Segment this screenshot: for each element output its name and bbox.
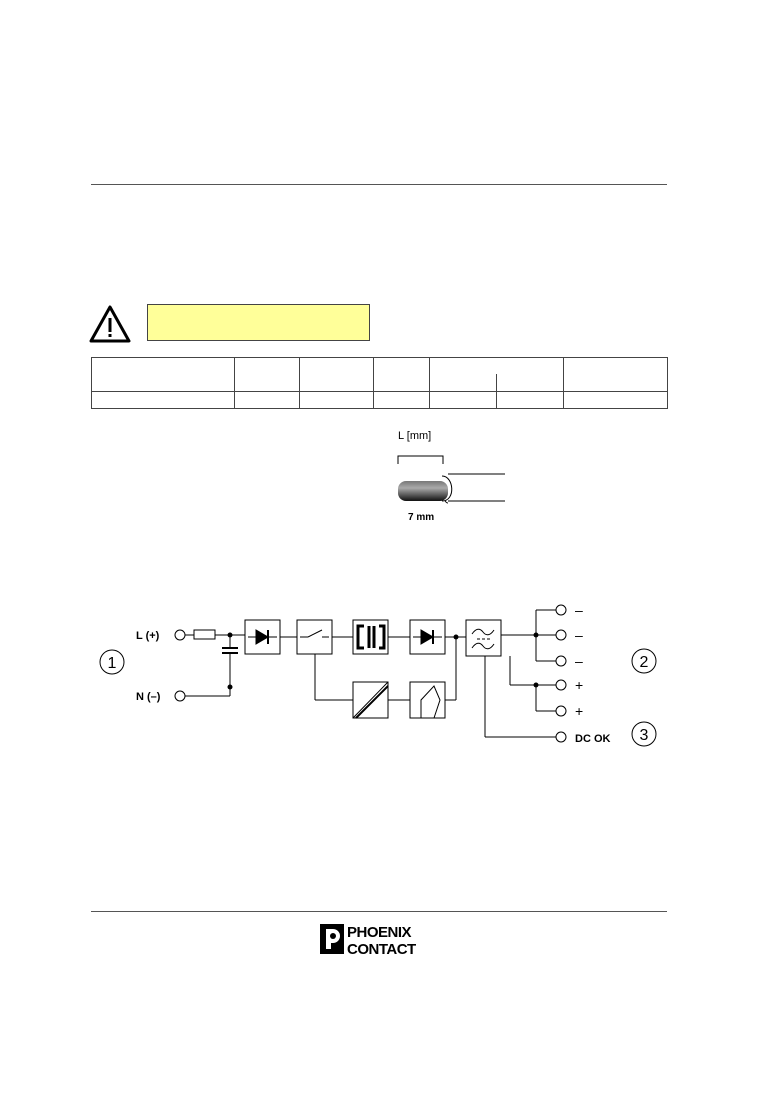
input-label-live: L (+) [136, 630, 160, 642]
table-frame [91, 357, 668, 409]
output-label-minus: – [575, 627, 583, 643]
filter-block [465, 619, 502, 657]
callout-circle [631, 648, 657, 674]
output-label-plus: + [575, 703, 583, 719]
conductor-table [91, 357, 668, 409]
logo-text-line2: CONTACT [347, 941, 416, 957]
input-label-neutral: N (–) [136, 691, 161, 703]
top-divider [91, 184, 667, 185]
fuse-symbol [193, 629, 216, 640]
output-terminal-minus [555, 629, 567, 641]
logo-text-line1: PHOENIX [347, 924, 412, 941]
callout-number: 2 [640, 654, 649, 671]
input-terminal-live [174, 629, 186, 641]
output-label-plus: + [575, 677, 583, 693]
callout-number: 3 [640, 727, 649, 744]
callout-circle [631, 721, 657, 747]
phoenix-contact-logo: PHOENIX CONTACT [320, 924, 417, 957]
warning-triangle-icon [89, 305, 131, 343]
strip-length-value: 7 mm [408, 512, 435, 523]
callout-circle [99, 649, 125, 675]
output-terminal-plus [555, 705, 567, 717]
regulator-block [409, 681, 446, 719]
output-terminal-minus [555, 604, 567, 616]
dc-ok-terminal [555, 731, 567, 743]
warning-highlight-box [147, 304, 370, 341]
dc-ok-label: DC OK [575, 733, 611, 745]
output-terminal-minus [555, 655, 567, 667]
output-label-minus: – [575, 653, 583, 669]
output-label-minus: – [575, 602, 583, 618]
wire-strip-illustration [397, 455, 505, 504]
output-terminal-plus [555, 679, 567, 691]
strip-length-label: L [mm] [398, 430, 432, 442]
block-diagram: L (+) N (–) – – – + + DC OK 1 2 3 [99, 602, 657, 747]
input-terminal-neutral [174, 690, 186, 702]
bottom-divider [91, 911, 667, 912]
callout-number: 1 [108, 655, 117, 672]
